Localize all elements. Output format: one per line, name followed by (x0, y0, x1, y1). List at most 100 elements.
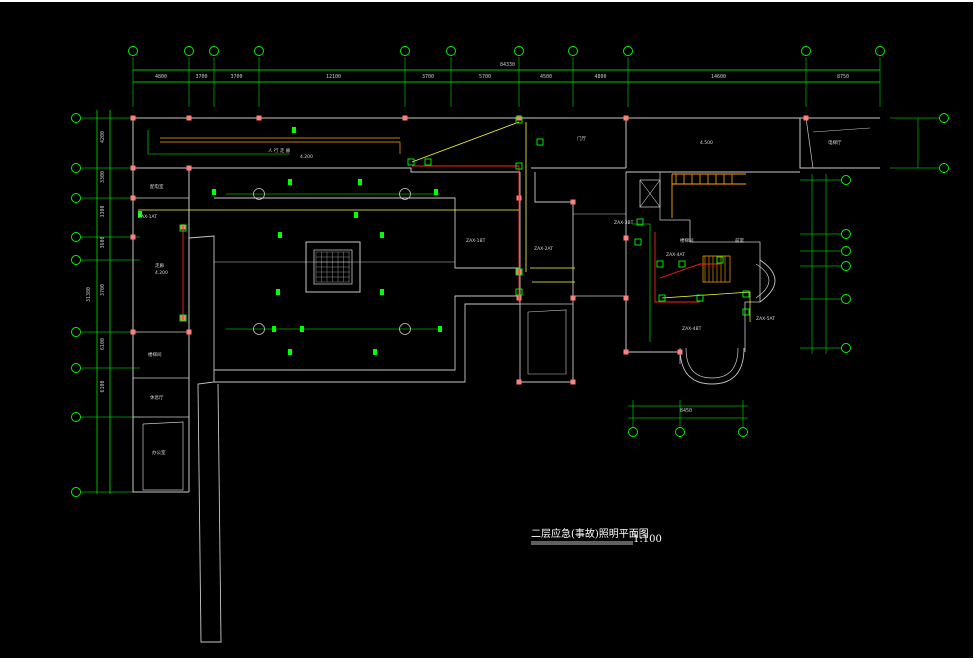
top-dim-value: 4800 (155, 74, 167, 80)
emergency-light (407, 158, 415, 166)
left-dim-value: 3600 (100, 236, 106, 248)
east-bay-arc-inner (755, 263, 770, 299)
circuit-red-east (654, 232, 700, 303)
panel-label: ZAX-4AT (666, 252, 685, 258)
east-bay-arc (759, 259, 776, 303)
grid-bubble-right-2 (841, 294, 851, 304)
emergency-light (515, 116, 523, 124)
grid-bubble-stair (738, 427, 748, 437)
mid-core (519, 172, 574, 383)
top-dim-value: 4500 (540, 74, 552, 80)
exit-sign (380, 232, 384, 238)
column (570, 199, 576, 205)
walls (130, 115, 880, 643)
exit-sign (292, 127, 296, 133)
column (803, 115, 809, 121)
emergency-light (424, 158, 432, 166)
room-label: 楼梯间 (148, 351, 162, 358)
elevator-x (639, 179, 661, 208)
exit-sign (358, 179, 362, 185)
grid-bubble-top (568, 46, 578, 56)
panel-label: ZAX-1BT (466, 238, 486, 244)
top-dim-value: 12100 (326, 74, 341, 80)
grid-bubble-right-2 (841, 229, 851, 239)
panel-label: ZAX-5AT (756, 316, 775, 322)
ceiling-light (399, 188, 411, 200)
mid-link (573, 295, 627, 352)
grid-bubble-left (71, 232, 81, 242)
circuit-green (147, 130, 290, 155)
top-total-dim: 84330 (500, 62, 515, 68)
column (516, 379, 522, 385)
top-dim-value: 5700 (479, 74, 491, 80)
emergency-light (179, 314, 187, 322)
exit-sign (276, 289, 280, 295)
circuit-green-east (632, 223, 651, 342)
grid-bubble-stair (628, 427, 638, 437)
grid-bubble-right (939, 113, 949, 123)
exit-sign (434, 189, 438, 195)
room-label: 办公室 (152, 449, 166, 456)
hall-south-wall-2 (214, 303, 520, 383)
elevator-wall (659, 172, 690, 221)
left-dim-value: 3300 (100, 205, 106, 217)
emergency-light (634, 238, 642, 246)
emergency-light (716, 256, 724, 264)
grid-bubble-right-2 (841, 246, 851, 256)
room-label: 前室 (735, 237, 744, 244)
room-label: 休息厅 (150, 394, 164, 401)
emergency-light (515, 288, 523, 296)
drawing-title: 二层应急(事故)照明平面图 1:100 (531, 527, 662, 545)
grid-bubble-top (184, 46, 194, 56)
emergency-light (636, 218, 644, 226)
left-dim-value: 6100 (100, 338, 106, 350)
left-dim-value: 3700 (100, 284, 106, 296)
column (130, 195, 136, 201)
light-fixtures (138, 116, 750, 355)
emergency-light (658, 294, 666, 302)
top-dim-value: 3700 (231, 74, 243, 80)
column (256, 115, 262, 121)
room-label: 门厅 (577, 135, 586, 142)
atrium-inner (313, 249, 353, 285)
top-dim-value: 4800 (595, 74, 607, 80)
room-labels: 人 行 走 廊4.200配电室走廊4.200楼梯间休息厅办公室门厅4.500前室… (138, 135, 842, 456)
exit-sign (278, 232, 282, 238)
column (623, 295, 629, 301)
panel-label: ZAX-3BT (614, 220, 634, 226)
corridor-south-wall (133, 167, 520, 173)
exit-sign (272, 326, 276, 332)
panel-label: ZAX-2AT (534, 246, 553, 252)
top-dim-value: 8750 (837, 74, 849, 80)
circuit-red-main (412, 165, 520, 302)
grid-bubble-left (71, 255, 81, 265)
room-label: 4.200 (155, 270, 168, 276)
grid-bubble-left (71, 363, 81, 373)
hall-south-wall (214, 295, 520, 371)
grid-bubble-left (71, 412, 81, 422)
mid-core-inner (527, 309, 567, 375)
column (570, 379, 576, 385)
room-label: 人 行 走 廊 (268, 147, 291, 154)
grid-axis-markers (71, 46, 949, 497)
corridor-east-end (799, 118, 880, 169)
exit-sign (300, 326, 304, 332)
ceiling-light (253, 323, 265, 335)
circuit-red-east-2 (659, 263, 720, 279)
exit-sign (380, 289, 384, 295)
ceiling-light (399, 323, 411, 335)
column (516, 115, 522, 121)
east-block-east (689, 220, 761, 352)
emergency-light (742, 290, 750, 298)
south-shaft (188, 235, 222, 643)
column (623, 235, 629, 241)
column (130, 329, 136, 335)
emergency-light (742, 308, 750, 316)
column (186, 329, 192, 335)
left-dim-value: 6100 (100, 380, 106, 392)
hall-north-wall (214, 197, 520, 269)
emergency-light (536, 138, 544, 146)
exit-sign (373, 349, 377, 355)
